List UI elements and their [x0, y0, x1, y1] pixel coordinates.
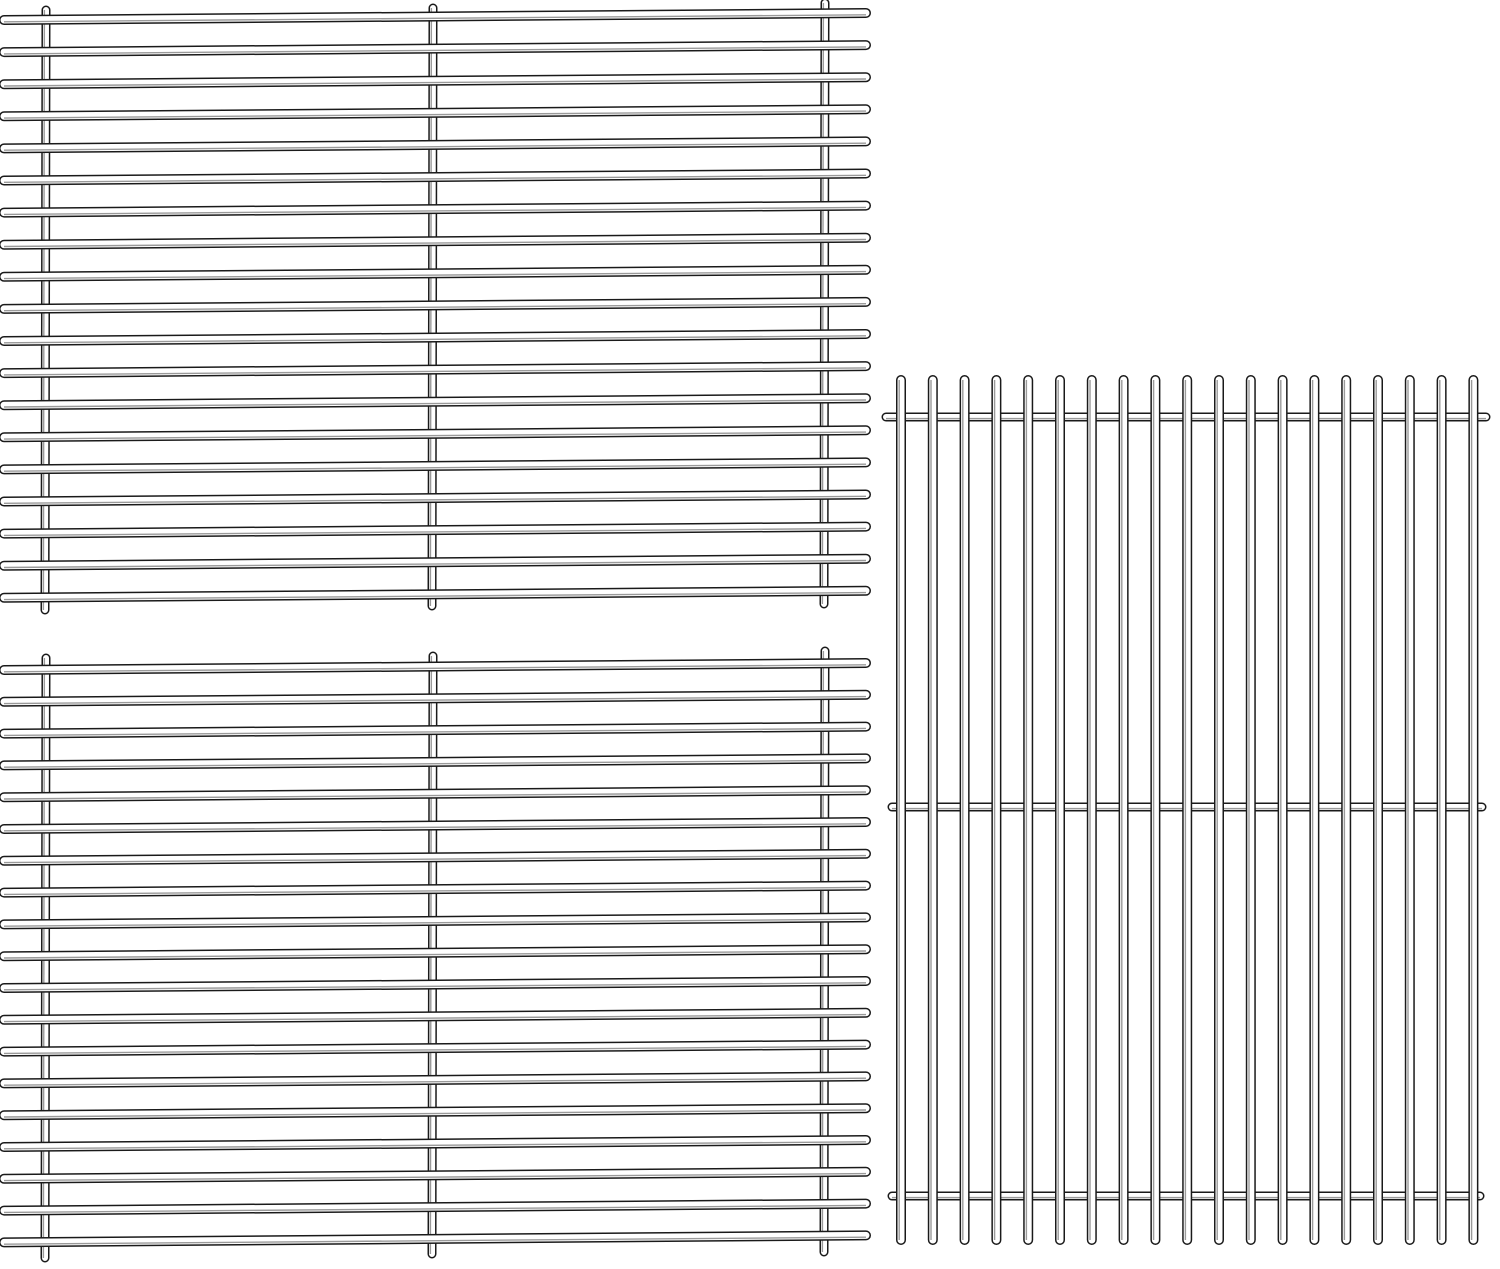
- grate-bar: [1468, 375, 1479, 1245]
- grate-bar: [0, 785, 871, 803]
- grate-bar: [1373, 375, 1383, 1245]
- grate-top-left: [0, 0, 871, 615]
- grate-bar: [1214, 375, 1224, 1245]
- grate-bar: [0, 553, 871, 571]
- grate-bar: [0, 585, 871, 603]
- grate-bar: [0, 1135, 871, 1152]
- grate-bar: [0, 689, 871, 707]
- grate-bar: [0, 40, 871, 58]
- grate-bar: [0, 8, 871, 25]
- grate-bar: [1404, 375, 1415, 1245]
- grate-bar: [0, 329, 871, 346]
- grate-bar: [1086, 375, 1097, 1245]
- grate-bar: [959, 375, 970, 1245]
- grate-bar: [0, 136, 871, 154]
- grate-bar: [1245, 375, 1256, 1245]
- grate-bar: [0, 848, 871, 866]
- grate-bar: [0, 1103, 871, 1121]
- grate-bar: [0, 232, 871, 250]
- grate-bar: [1150, 375, 1161, 1245]
- grate-bar: [0, 912, 871, 930]
- grate-bar: [927, 375, 938, 1245]
- grate-bar: [1341, 375, 1352, 1245]
- grate-bar: [1309, 375, 1320, 1245]
- grate-bar: [0, 457, 871, 475]
- grate-bars: [896, 375, 1479, 1245]
- grate-bar: [0, 880, 871, 898]
- grate-bar: [1436, 375, 1447, 1245]
- grate-bar: [0, 1198, 871, 1216]
- grate-bar: [0, 817, 871, 834]
- grate-bar: [991, 375, 1002, 1245]
- grate-bar: [0, 753, 871, 771]
- grate-bar: [0, 393, 871, 411]
- grate-bar: [0, 721, 871, 739]
- grate-bar: [0, 1007, 871, 1025]
- grate-bars: [0, 658, 871, 1248]
- grate-bar: [0, 168, 871, 186]
- grate-bar: [0, 489, 871, 507]
- grate-bar: [0, 1166, 871, 1184]
- grate-bar: [1118, 375, 1129, 1245]
- grate-bar: [0, 425, 871, 443]
- grate-right: [881, 375, 1491, 1245]
- grate-bar: [0, 72, 871, 90]
- grate-bar: [0, 200, 871, 218]
- grate-bar: [1023, 375, 1034, 1245]
- grate-bar: [0, 944, 871, 962]
- grate-bar: [896, 375, 906, 1245]
- grate-bar: [0, 658, 871, 675]
- grate-bar: [0, 1039, 871, 1057]
- grate-bar: [0, 521, 871, 539]
- grate-bar: [0, 976, 871, 993]
- grate-bar: [1182, 375, 1193, 1245]
- grate-bar: [1055, 375, 1065, 1245]
- grate-bar: [0, 1071, 871, 1089]
- grate-bar: [0, 104, 871, 122]
- grate-bar: [0, 264, 871, 282]
- grate-bar: [0, 1230, 871, 1248]
- grate-bar: [0, 296, 871, 314]
- grate-bar: [1277, 375, 1288, 1245]
- grate-bottom-left: [0, 646, 871, 1263]
- grate-bars: [0, 8, 871, 603]
- grate-bar: [0, 361, 871, 379]
